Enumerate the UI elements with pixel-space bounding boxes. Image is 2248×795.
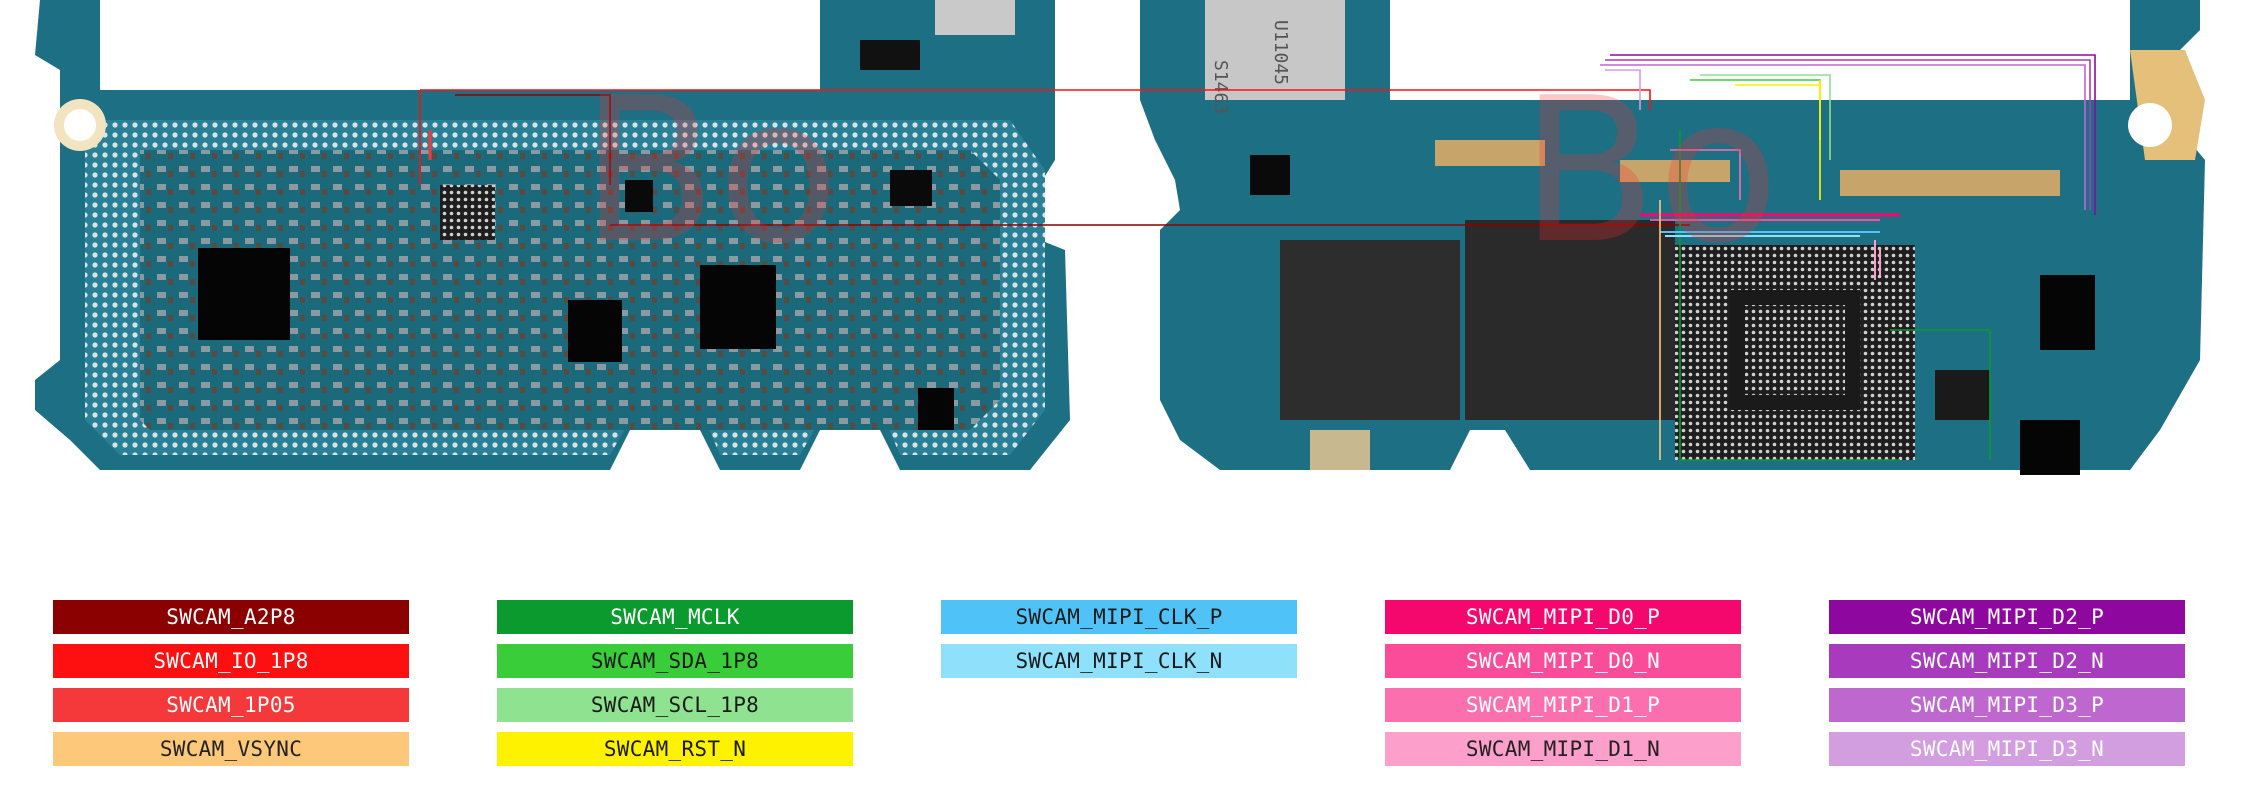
- legend-swatch: SWCAM_A2P8: [53, 600, 409, 634]
- legend-swatch: SWCAM_SCL_1P8: [497, 688, 853, 722]
- legend-swatch: SWCAM_MIPI_D0_P: [1385, 600, 1741, 634]
- svg-text:Bo: Bo: [580, 55, 840, 288]
- legend-swatch: SWCAM_MIPI_D2_P: [1829, 600, 2185, 634]
- legend-column: SWCAM_MIPI_CLK_P SWCAM_MIPI_CLK_N: [941, 600, 1297, 688]
- legend-swatch: SWCAM_SDA_1P8: [497, 644, 853, 678]
- left-chip-1: [198, 248, 290, 340]
- net-traces: [419, 54, 2096, 461]
- legend-swatch: SWCAM_RST_N: [497, 732, 853, 766]
- legend-swatch: SWCAM_IO_1P8: [53, 644, 409, 678]
- legend-swatch: SWCAM_MIPI_D1_N: [1385, 732, 1741, 766]
- legend-swatch: SWCAM_MIPI_CLK_N: [941, 644, 1297, 678]
- legend-column: SWCAM_MIPI_D0_P SWCAM_MIPI_D0_N SWCAM_MIPI…: [1385, 600, 1741, 776]
- chip-label-1: S1463: [1210, 60, 1231, 114]
- legend-swatch: SWCAM_VSYNC: [53, 732, 409, 766]
- chip-label-2: U11045: [1270, 20, 1291, 85]
- right-chip-shield: [1205, 0, 1345, 100]
- svg-text:Bo: Bo: [1520, 55, 1780, 288]
- pcb-diagram: S1463 U11045: [35, 0, 2205, 475]
- legend-swatch: SWCAM_MIPI_CLK_P: [941, 600, 1297, 634]
- legend-swatch: SWCAM_MIPI_D2_N: [1829, 644, 2185, 678]
- pcb-photo: S1463 U11045: [35, 0, 2205, 475]
- legend-column: SWCAM_MIPI_D2_P SWCAM_MIPI_D2_N SWCAM_MIPI…: [1829, 600, 2185, 776]
- legend-swatch: SWCAM_MIPI_D3_P: [1829, 688, 2185, 722]
- legend-swatch: SWCAM_MIPI_D3_N: [1829, 732, 2185, 766]
- left-board: [35, 0, 1070, 470]
- legend-swatch: SWCAM_MIPI_D0_N: [1385, 644, 1741, 678]
- legend-swatch: SWCAM_MCLK: [497, 600, 853, 634]
- legend-swatch: SWCAM_MIPI_D1_P: [1385, 688, 1741, 722]
- watermark: Bo Bo: [580, 55, 1780, 288]
- legend-swatch: SWCAM_1P05: [53, 688, 409, 722]
